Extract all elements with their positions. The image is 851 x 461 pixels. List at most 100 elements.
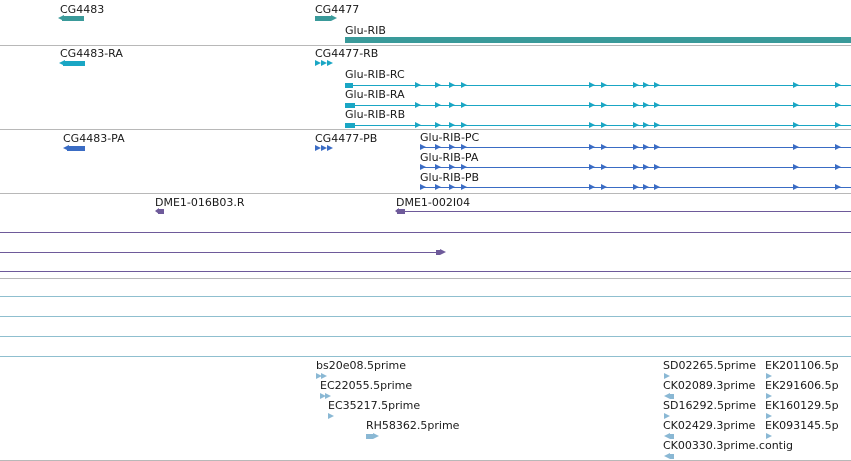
exon-arrow[interactable] [654, 144, 660, 150]
exon-arrow[interactable] [461, 102, 467, 108]
gene-label-cg4477: CG4477 [315, 3, 360, 16]
exon-arrow[interactable] [589, 184, 595, 190]
exon-arrow[interactable] [835, 102, 841, 108]
exon-arrow[interactable] [643, 184, 649, 190]
est-label-rh58362: RH58362.5prime [366, 419, 460, 432]
exon-arrow[interactable] [643, 144, 649, 150]
exon-arrow[interactable] [461, 122, 467, 128]
exon-arrow[interactable] [589, 144, 595, 150]
exon-arrow[interactable] [793, 184, 799, 190]
exon-arrow[interactable] [643, 102, 649, 108]
exon-arrow[interactable] [449, 122, 455, 128]
exon-arrow[interactable] [435, 122, 441, 128]
exon-arrow[interactable] [449, 164, 455, 170]
exon-arrow[interactable] [643, 82, 649, 88]
est-label-sd02265: SD02265.5prime [663, 359, 756, 372]
transcript-glu-rib-rb[interactable] [0, 122, 851, 129]
exon-arrow[interactable] [420, 144, 426, 150]
alignment-line[interactable] [0, 356, 851, 357]
exon-arrow[interactable] [449, 102, 455, 108]
protein-label-glu-rib-pb: Glu-RIB-PB [420, 171, 480, 184]
exon-arrow[interactable] [633, 122, 639, 128]
exon-arrow[interactable] [461, 184, 467, 190]
exon-arrow[interactable] [835, 82, 841, 88]
alignment-line[interactable] [0, 336, 851, 337]
transcript-label-cg4483-ra: CG4483-RA [60, 47, 123, 60]
exon-arrow[interactable] [633, 144, 639, 150]
exon-arrow[interactable] [420, 164, 426, 170]
exon-arrow[interactable] [835, 144, 841, 150]
exon-arrow[interactable] [435, 184, 441, 190]
exon-arrow[interactable] [793, 164, 799, 170]
exon-arrow[interactable] [601, 82, 607, 88]
exon-arrow[interactable] [654, 102, 660, 108]
exon-block[interactable] [345, 123, 355, 128]
exon-arrow[interactable] [793, 82, 799, 88]
exon-arrow[interactable] [589, 122, 595, 128]
exon-arrow[interactable] [415, 82, 421, 88]
exon-arrow[interactable] [601, 122, 607, 128]
exon-arrow[interactable] [654, 164, 660, 170]
clone-label-dme1-016b03: DME1-016B03.R [155, 196, 245, 209]
protein-glu-rib-pc[interactable] [0, 144, 851, 151]
exon-arrow[interactable] [601, 164, 607, 170]
exon-block[interactable] [345, 83, 353, 88]
exon-arrow[interactable] [449, 144, 455, 150]
alignment-line[interactable] [0, 316, 851, 317]
exon-arrow[interactable] [449, 82, 455, 88]
exon-arrow[interactable] [420, 184, 426, 190]
protein-label-glu-rib-pa: Glu-RIB-PA [420, 151, 479, 164]
exon-arrow[interactable] [589, 102, 595, 108]
exon-arrow[interactable] [461, 164, 467, 170]
exon-arrow[interactable] [601, 144, 607, 150]
transcript-label-glu-rib-rc: Glu-RIB-RC [345, 68, 405, 81]
est-label-ec22055: EC22055.5prime [320, 379, 413, 392]
exon-arrow[interactable] [835, 122, 841, 128]
exon-arrow[interactable] [435, 102, 441, 108]
exon-arrow[interactable] [461, 82, 467, 88]
alignment-line[interactable] [0, 296, 851, 297]
transcript-glu-rib-rc[interactable] [0, 82, 851, 89]
exon-arrow[interactable] [643, 122, 649, 128]
transcript-label-cg4477-rb: CG4477-RB [315, 47, 379, 60]
clone-label-dme1-002i04: DME1-002I04 [396, 196, 471, 209]
protein-glu-rib-pb[interactable] [0, 184, 851, 191]
exon-arrow[interactable] [793, 144, 799, 150]
gene-label-glu-rib: Glu-RIB [345, 24, 386, 37]
protein-label-glu-rib-pc: Glu-RIB-PC [420, 131, 480, 144]
exon-arrow[interactable] [435, 82, 441, 88]
exon-arrow[interactable] [793, 122, 799, 128]
exon-arrow[interactable] [589, 82, 595, 88]
exon-arrow[interactable] [793, 102, 799, 108]
exon-arrow[interactable] [835, 184, 841, 190]
exon-arrow[interactable] [654, 82, 660, 88]
protein-glu-rib-pa[interactable] [0, 164, 851, 171]
exon-arrow[interactable] [633, 102, 639, 108]
exon-arrow[interactable] [589, 164, 595, 170]
exon-arrow[interactable] [633, 184, 639, 190]
exon-arrow[interactable] [435, 164, 441, 170]
est-label-ck02089: CK02089.3prime [663, 379, 756, 392]
exon-block[interactable] [345, 103, 355, 108]
exon-arrow[interactable] [654, 122, 660, 128]
exon-arrow[interactable] [654, 184, 660, 190]
exon-arrow[interactable] [435, 144, 441, 150]
clone-line[interactable] [0, 232, 851, 233]
transcript-label-glu-rib-ra: Glu-RIB-RA [345, 88, 405, 101]
exon-arrow[interactable] [601, 184, 607, 190]
gene-glu-rib[interactable] [345, 37, 851, 43]
exon-arrow[interactable] [633, 82, 639, 88]
exon-arrow[interactable] [461, 144, 467, 150]
est-label-ec35217: EC35217.5prime [328, 399, 421, 412]
exon-arrow[interactable] [415, 122, 421, 128]
exon-arrow[interactable] [633, 164, 639, 170]
exon-arrow[interactable] [643, 164, 649, 170]
transcript-glu-rib-ra[interactable] [0, 102, 851, 109]
exon-arrow[interactable] [601, 102, 607, 108]
clone-line[interactable] [0, 271, 851, 272]
exon-arrow[interactable] [415, 102, 421, 108]
track-separator [0, 129, 851, 130]
est-label-ck00330: CK00330.3prime.contig [663, 439, 794, 452]
exon-arrow[interactable] [835, 164, 841, 170]
exon-arrow[interactable] [449, 184, 455, 190]
